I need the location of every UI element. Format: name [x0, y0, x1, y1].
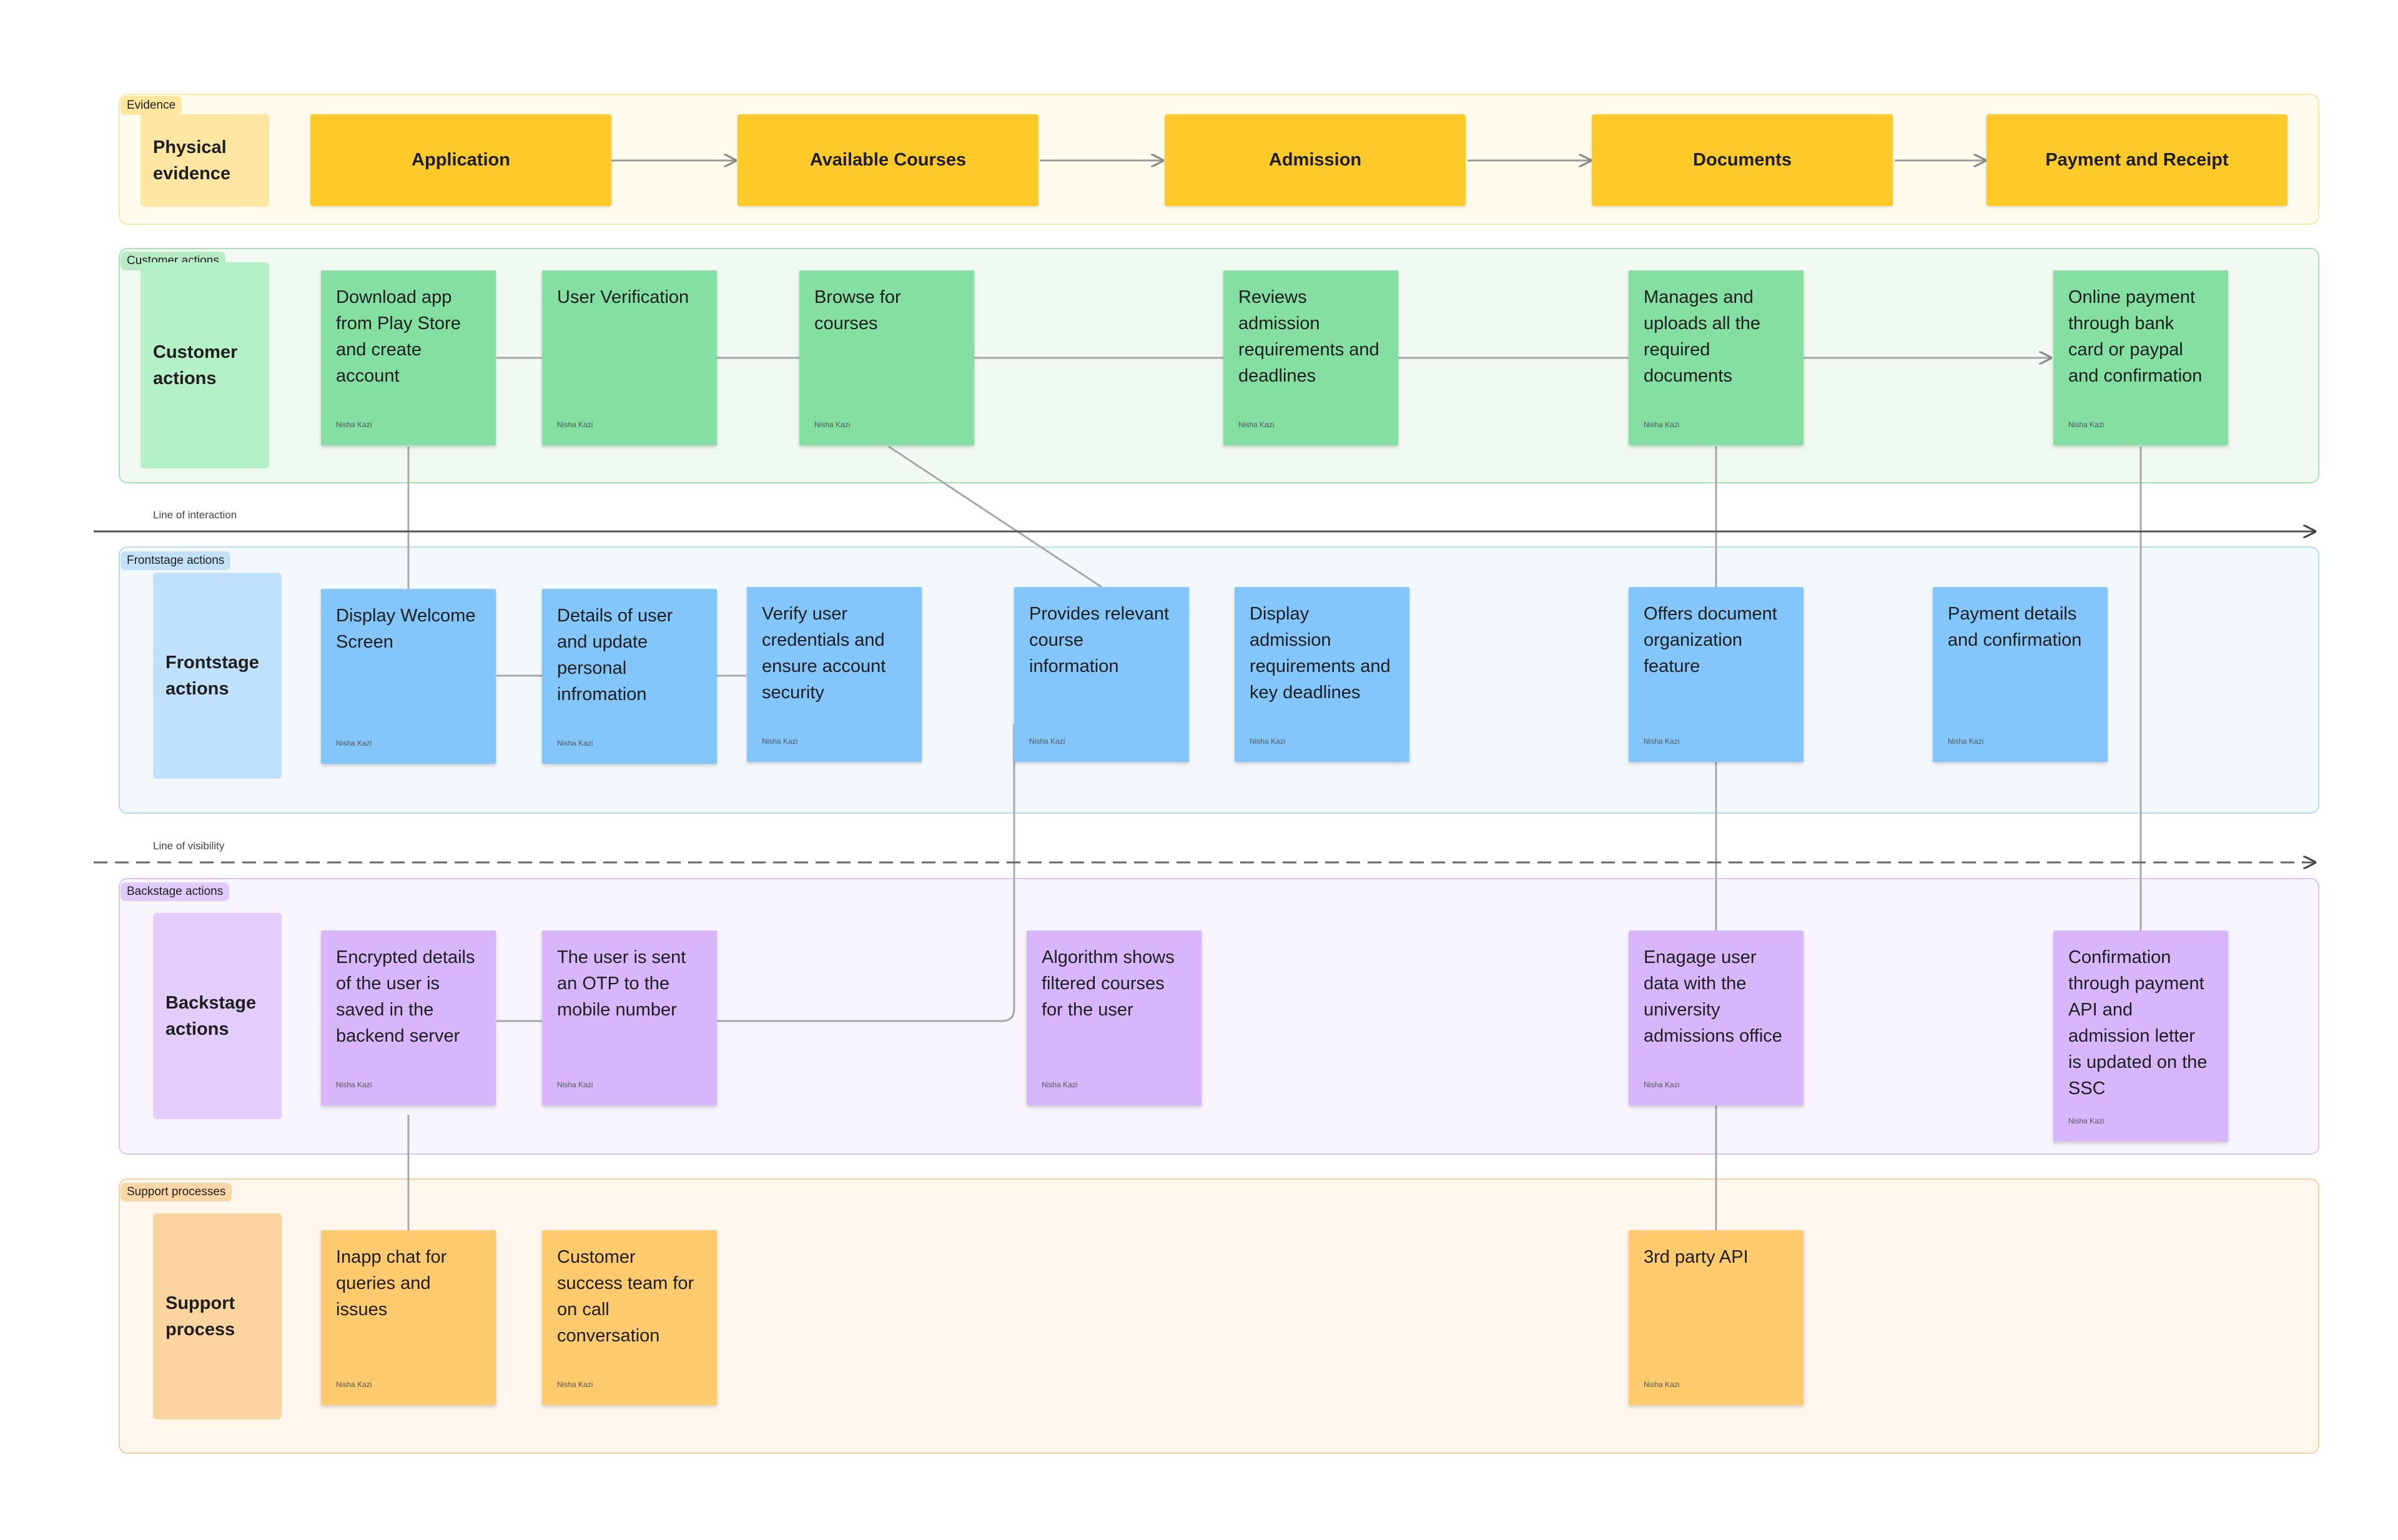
note-author: Nisha Kazi	[814, 420, 851, 429]
evidence-lane-label: Physical evidence	[141, 114, 269, 207]
evidence-application: Application	[310, 114, 611, 206]
sticky-note[interactable]: Display Welcome Screen Nisha Kazi	[321, 589, 496, 764]
frontstage-lane-label: Frontstage actions	[153, 573, 282, 779]
customer-lane-label: Customer actions	[141, 262, 269, 468]
sticky-note[interactable]: Browse for courses Nisha Kazi	[799, 270, 974, 445]
evidence-payment-and-receipt: Payment and Receipt	[1986, 114, 2287, 206]
sticky-note[interactable]: Offers document organization feature Nis…	[1629, 587, 1803, 762]
sticky-note[interactable]: Algorithm shows filtered courses for the…	[1027, 930, 1201, 1105]
sticky-note[interactable]: Display admission requirements and key d…	[1235, 587, 1409, 762]
note-author: Nisha Kazi	[1042, 1080, 1078, 1089]
note-text: Download app from Play Store and create …	[336, 287, 461, 386]
note-text: Payment details and confirmation	[1948, 604, 2082, 650]
note-author: Nisha Kazi	[336, 739, 372, 748]
note-author: Nisha Kazi	[336, 1080, 372, 1089]
note-text: Encrypted details of the user is saved i…	[336, 947, 475, 1046]
note-author: Nisha Kazi	[557, 1080, 593, 1089]
note-author: Nisha Kazi	[1029, 737, 1065, 746]
note-text: User Verification	[557, 287, 689, 307]
sticky-note[interactable]: Reviews admission requirements and deadl…	[1223, 270, 1398, 445]
note-text: Provides relevant course information	[1029, 604, 1170, 676]
note-text: Reviews admission requirements and deadl…	[1238, 287, 1379, 386]
note-text: Algorithm shows filtered courses for the…	[1042, 947, 1175, 1020]
note-text: Verify user credentials and ensure accou…	[762, 604, 886, 703]
frontstage-lane-tag: Frontstage actions	[121, 551, 231, 570]
note-text: Display admission requirements and key d…	[1250, 604, 1391, 703]
sticky-note[interactable]: Details of user and update personal infr…	[542, 589, 717, 764]
note-author: Nisha Kazi	[2068, 420, 2104, 429]
note-author: Nisha Kazi	[1644, 737, 1680, 746]
note-author: Nisha Kazi	[2068, 1117, 2104, 1125]
evidence-documents: Documents	[1592, 114, 1893, 206]
note-author: Nisha Kazi	[762, 737, 798, 746]
note-author: Nisha Kazi	[1238, 420, 1275, 429]
sticky-note[interactable]: Customer success team for on call conver…	[542, 1230, 717, 1405]
sticky-note[interactable]: 3rd party API Nisha Kazi	[1629, 1230, 1803, 1405]
note-text: Enagage user data with the university ad…	[1644, 947, 1782, 1046]
sticky-note[interactable]: The user is sent an OTP to the mobile nu…	[542, 930, 717, 1105]
note-text: Confirmation through payment API and adm…	[2068, 947, 2208, 1098]
note-author: Nisha Kazi	[1644, 1080, 1680, 1089]
note-author: Nisha Kazi	[336, 420, 372, 429]
sticky-note[interactable]: Online payment through bank card or payp…	[2053, 270, 2228, 445]
evidence-available-courses: Available Courses	[738, 114, 1039, 206]
note-author: Nisha Kazi	[1644, 420, 1680, 429]
note-author: Nisha Kazi	[1644, 1380, 1680, 1389]
line-of-interaction-label: Line of interaction	[153, 509, 237, 521]
line-of-visibility-label: Line of visibility	[153, 840, 225, 852]
connector	[496, 724, 1015, 1022]
note-author: Nisha Kazi	[557, 739, 593, 748]
sticky-note[interactable]: Manages and uploads all the required doc…	[1629, 270, 1803, 445]
note-author: Nisha Kazi	[336, 1380, 372, 1389]
sticky-note[interactable]: Encrypted details of the user is saved i…	[321, 930, 496, 1105]
support-lane-tag: Support processes	[121, 1183, 232, 1202]
note-text: Manages and uploads all the required doc…	[1644, 287, 1761, 386]
sticky-note[interactable]: Verify user credentials and ensure accou…	[747, 587, 922, 762]
note-text: Online payment through bank card or payp…	[2068, 287, 2203, 386]
note-author: Nisha Kazi	[557, 420, 593, 429]
sticky-note[interactable]: Inapp chat for queries and issues Nisha …	[321, 1230, 496, 1405]
backstage-lane-tag: Backstage actions	[121, 882, 230, 901]
sticky-note[interactable]: Download app from Play Store and create …	[321, 270, 496, 445]
sticky-note[interactable]: Provides relevant course information Nis…	[1014, 587, 1189, 762]
connector	[888, 445, 1102, 588]
note-text: Browse for courses	[814, 287, 901, 333]
note-text: Details of user and update personal infr…	[557, 606, 673, 704]
note-author: Nisha Kazi	[1250, 737, 1286, 746]
sticky-note[interactable]: Payment details and confirmation Nisha K…	[1933, 587, 2108, 762]
evidence-admission: Admission	[1165, 114, 1466, 206]
note-text: 3rd party API	[1644, 1247, 1749, 1267]
sticky-note[interactable]: Confirmation through payment API and adm…	[2053, 930, 2228, 1142]
backstage-lane-label: Backstage actions	[153, 913, 282, 1119]
note-text: Inapp chat for queries and issues	[336, 1247, 447, 1320]
note-text: The user is sent an OTP to the mobile nu…	[557, 947, 686, 1020]
note-author: Nisha Kazi	[1948, 737, 1984, 746]
evidence-lane-tag: Evidence	[121, 96, 182, 115]
note-text: Customer success team for on call conver…	[557, 1247, 694, 1346]
support-lane-label: Support process	[153, 1213, 282, 1419]
note-text: Offers document organization feature	[1644, 604, 1777, 676]
note-author: Nisha Kazi	[557, 1380, 593, 1389]
note-text: Display Welcome Screen	[336, 606, 476, 652]
sticky-note[interactable]: Enagage user data with the university ad…	[1629, 930, 1803, 1105]
sticky-note[interactable]: User Verification Nisha Kazi	[542, 270, 717, 445]
